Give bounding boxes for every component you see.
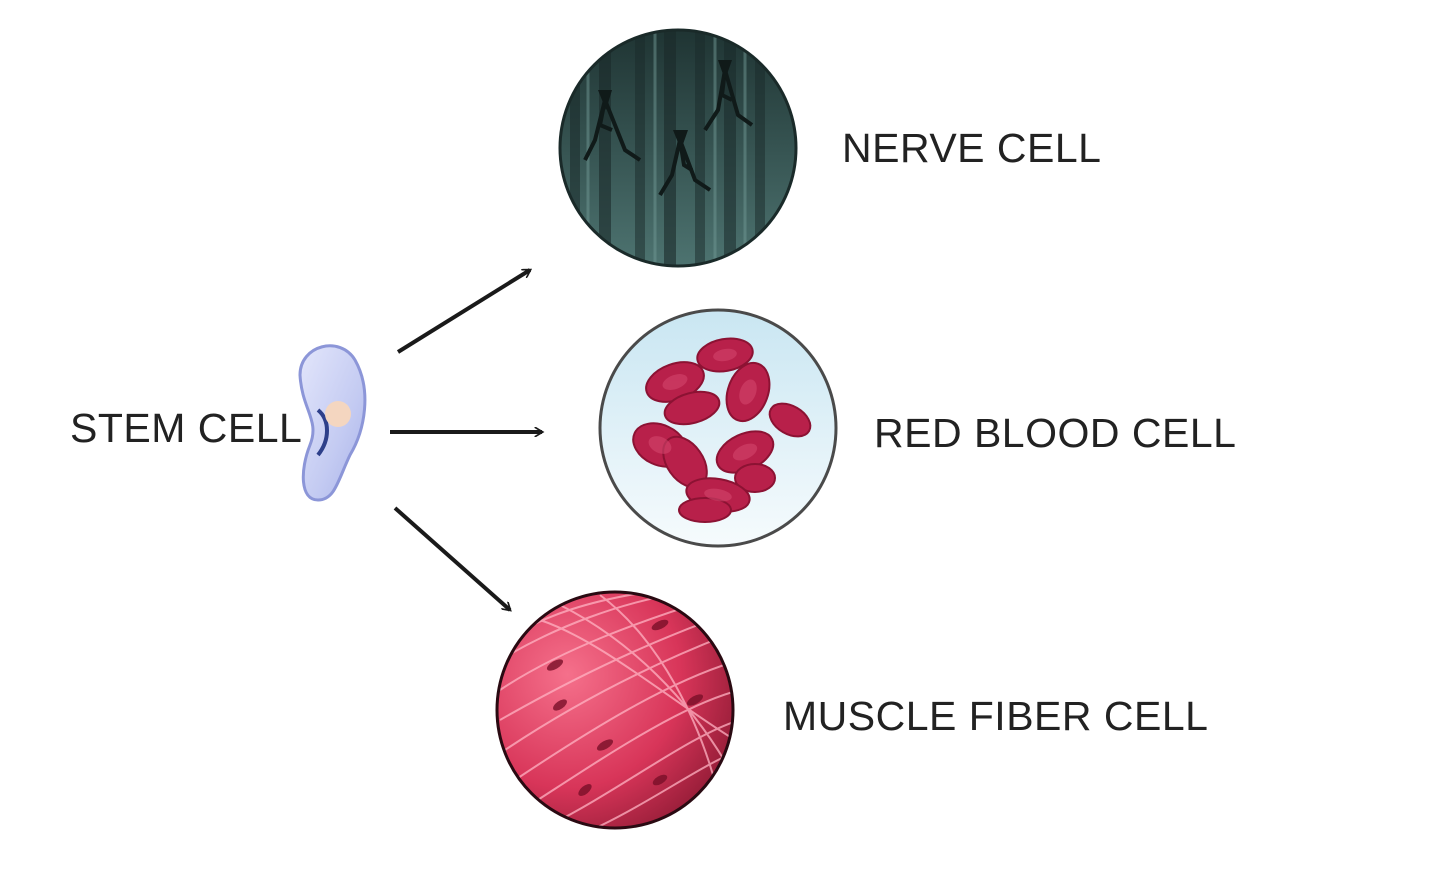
stem-cell-nucleus [325,401,351,427]
muscle-fiber-cell-illustration [495,590,735,830]
arrow-to-nerve-cell [396,268,530,354]
arrow-to-muscle-fiber-cell [393,506,510,610]
muscle-fiber-cell-label: MUSCLE FIBER CELL [783,693,1209,739]
nerve-cell-illustration [558,28,798,268]
red-blood-cell-illustration [598,308,838,548]
nerve-cell-label: NERVE CELL [842,125,1102,171]
stem-cell-illustration [298,344,367,502]
stem-cell-label: STEM CELL [70,405,303,451]
red-blood-cell-label: RED BLOOD CELL [874,410,1237,456]
